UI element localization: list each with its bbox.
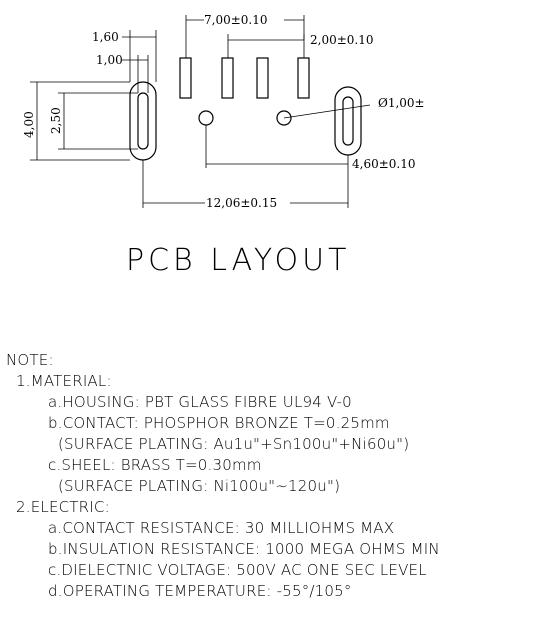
notes-heading: NOTE:	[6, 351, 54, 369]
material-heading: 1.MATERIAL:	[16, 372, 112, 390]
notes-section: NOTE: 1.MATERIAL: a.HOUSING: PBT GLASS F…	[6, 350, 550, 602]
material-contact-plating: (SURFACE PLATING: Au1u"+Sn100u"+Ni60u")	[58, 435, 410, 453]
pcb-layout-drawing: 7,00±0.10 2,00±0.10 1,60 1,00 4,00 2,50 …	[22, 13, 425, 278]
left-slot-outer	[129, 81, 157, 161]
dim-12-06: 12,06±0.15	[206, 196, 277, 210]
material-contact: b.CONTACT: PHOSPHOR BRONZE T=0.25mm	[48, 414, 390, 432]
round-hole-right	[276, 110, 292, 126]
dim-1-60: 1,60	[92, 30, 119, 44]
dim-2-00: 2,00±0.10	[310, 33, 374, 47]
material-housing: a.HOUSING: PBT GLASS FIBRE UL94 V-0	[48, 393, 352, 411]
contact-pad-4	[297, 57, 310, 99]
dim-4-60: 4,60±0.10	[352, 157, 416, 171]
contact-pad-3	[256, 57, 269, 99]
electric-heading: 2.ELECTRIC:	[16, 498, 110, 516]
dim-7-00: 7,00±0.10	[204, 13, 268, 27]
right-slot-inner	[342, 96, 354, 146]
dim-1-00: 1,00	[96, 53, 123, 67]
electric-insulation-resistance: b.INSULATION RESISTANCE: 1000 MEGA OHMS …	[48, 540, 440, 558]
contact-pad-2	[221, 57, 234, 99]
material-shell-plating: (SURFACE PLATING: Ni100u"~120u")	[58, 477, 341, 495]
electric-contact-resistance: a.CONTACT RESISTANCE: 30 MILLIOHMS MAX	[48, 519, 395, 537]
contact-pad-1	[179, 57, 192, 99]
dim-diameter: Ø1,00±	[378, 96, 425, 110]
electric-operating-temperature: d.OPERATING TEMPERATURE: -55°/105°	[48, 582, 352, 600]
dim-2-50: 2,50	[49, 107, 63, 134]
electric-dielectric-voltage: c.DIELECTNIC VOLTAGE: 500V AC ONE SEC LE…	[48, 561, 427, 579]
left-slot-inner	[137, 92, 149, 150]
pcb-layout-title: PCB LAYOUT	[126, 243, 350, 278]
round-hole-left	[198, 110, 214, 126]
material-shell: c.SHEEL: BRASS T=0.30mm	[48, 456, 262, 474]
dim-4-00: 4,00	[22, 111, 36, 138]
